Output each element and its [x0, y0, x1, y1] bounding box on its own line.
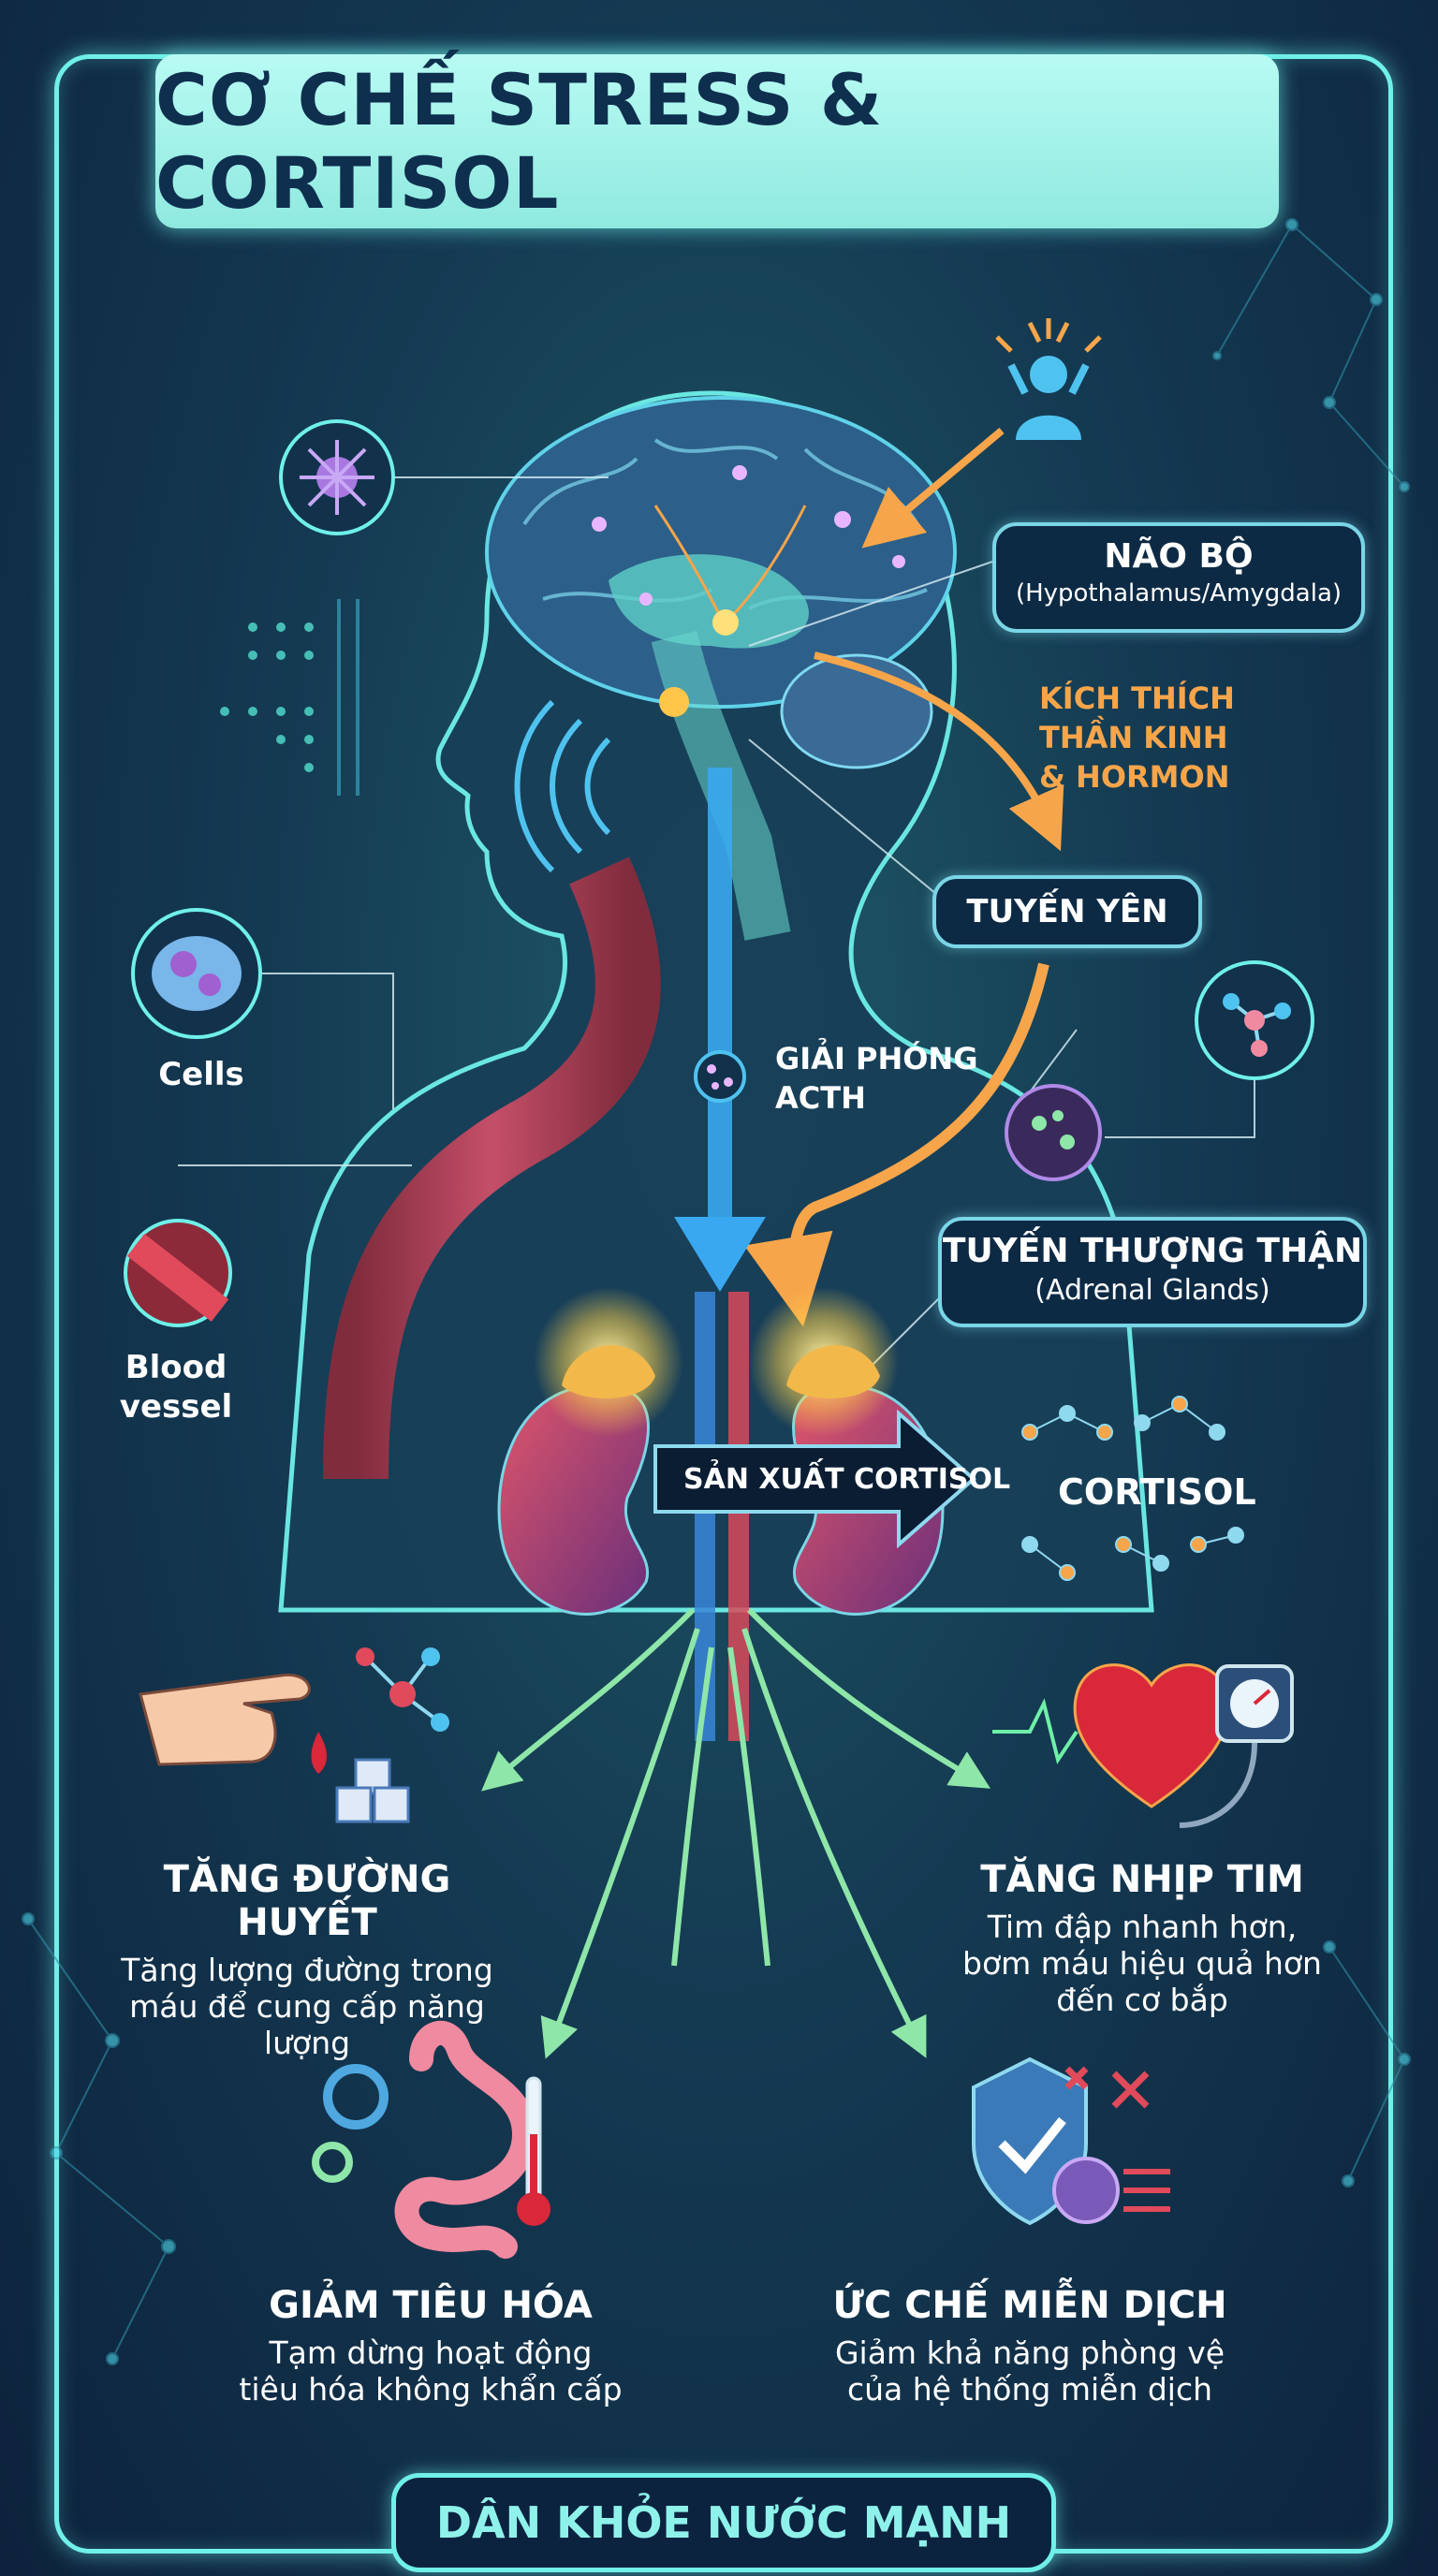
- adrenal-subtitle: (Adrenal Glands): [1034, 1274, 1270, 1307]
- effect-desc-line: Tim đập nhanh hơn,: [987, 1909, 1298, 1945]
- network-decoration: [22, 218, 1411, 2365]
- blood-vessel: [323, 856, 661, 1480]
- footer-text: DÂN KHỎE NƯỚC MẠNH: [435, 2497, 1012, 2548]
- brain-subtitle: (Hypothalamus/Amygdala): [1015, 579, 1343, 607]
- effect-title: ỨC CHẾ MIỄN DỊCH: [832, 2284, 1227, 2327]
- acth-line2: ACTH: [775, 1080, 866, 1116]
- page-title: CƠ CHẾ STRESS & CORTISOL: [155, 58, 884, 225]
- effect-desc-line: của hệ thống miễn dịch: [846, 2371, 1213, 2408]
- left-kidney: [497, 1287, 683, 1616]
- stimulus-line2: THẦN KINH: [1039, 720, 1228, 755]
- effect-desc-line: tiêu hóa không khẩn cấp: [239, 2371, 623, 2408]
- stimulus-line3: & HORMON: [1039, 759, 1230, 795]
- central-vessel-red: [728, 1292, 749, 1741]
- blood-line1: Blood: [125, 1349, 227, 1386]
- footer-banner: DÂN KHỎE NƯỚC MẠNH: [391, 2473, 1056, 2572]
- pituitary-label: TUYẾN YÊN: [966, 893, 1168, 930]
- central-vessel-blue: [695, 1292, 715, 1741]
- stomach-icon: [312, 2020, 550, 2259]
- blood-line2: vessel: [119, 1388, 233, 1426]
- connector-lines: [178, 476, 1255, 1377]
- effect-digestion: GIẢM TIÊU HÓA Tạm dừng hoạt động tiêu hó…: [215, 2284, 646, 2408]
- effect-desc-line: Tạm dừng hoạt động: [269, 2334, 593, 2371]
- adrenal-label-box: TUYẾN THƯỢNG THẬN (Adrenal Glands): [938, 1217, 1367, 1327]
- effect-desc-line: máu để cung cấp năng: [129, 1988, 485, 2025]
- immune-shield-icon: [972, 2056, 1170, 2226]
- pituitary-label-box: TUYẾN YÊN: [932, 875, 1202, 948]
- effect-blood-sugar: TĂNG ĐƯỜNG HUYẾT Tăng lượng đường trong …: [101, 1858, 513, 2061]
- stimulus-text: KÍCH THÍCH THẦN KINH & HORMON: [1039, 679, 1235, 797]
- blood-vessel-icon: [124, 1219, 232, 1327]
- effect-desc-line: Giảm khả năng phòng vệ: [834, 2334, 1225, 2371]
- effect-title: GIẢM TIÊU HÓA: [269, 2284, 593, 2327]
- stimulus-line1: KÍCH THÍCH: [1039, 681, 1235, 716]
- cells-label: Cells: [158, 1056, 244, 1093]
- acth-line1: GIẢI PHÓNG: [775, 1041, 978, 1076]
- brain-illustration: [485, 396, 957, 941]
- effect-heart-rate: TĂNG NHỊP TIM Tim đập nhanh hơn, bơm máu…: [936, 1858, 1348, 2018]
- neuron-cell-icon: [279, 419, 395, 535]
- hormone-cell-icon: [1005, 1084, 1102, 1181]
- blood-vessel-label: Blood vessel: [110, 1348, 242, 1427]
- acth-arrow: [674, 768, 766, 1292]
- heart-pressure-icon: [992, 1663, 1294, 1828]
- cortisol-label: CORTISOL: [1058, 1471, 1256, 1513]
- brain-label-box: NÃO BỘ (Hypothalamus/Amygdala): [992, 522, 1365, 633]
- produce-cortisol-label: SẢN XUẤT CORTISOL: [683, 1463, 1011, 1496]
- effect-desc-line: Tăng lượng đường trong: [121, 1952, 493, 1988]
- brain-title: NÃO BỘ: [1104, 537, 1254, 576]
- acth-label: GIẢI PHÓNG ACTH: [775, 1039, 977, 1118]
- effect-immunity: ỨC CHẾ MIỄN DỊCH Giảm khả năng phòng vệ …: [805, 2284, 1255, 2408]
- cells-icon: [131, 908, 262, 1039]
- sound-waves-icon: [514, 699, 611, 873]
- dots-decoration: [220, 599, 360, 796]
- effect-title: TĂNG NHỊP TIM: [980, 1858, 1304, 1901]
- adrenal-arrow: [743, 962, 1049, 1327]
- effect-title: TĂNG ĐƯỜNG HUYẾT: [163, 1858, 451, 1944]
- effect-arrows: [481, 1607, 991, 2059]
- stimulus-arrow: [814, 651, 1064, 852]
- produce-arrow: [653, 1409, 977, 1549]
- cortisol-molecules: [1021, 1396, 1244, 1581]
- effect-desc-line: bơm máu hiệu quả hơn: [962, 1945, 1322, 1982]
- adrenal-title: TUYẾN THƯỢNG THẬN: [942, 1232, 1363, 1270]
- title-banner: CƠ CHẾ STRESS & CORTISOL: [155, 54, 1279, 228]
- hand-glucose-icon: [139, 1647, 449, 1823]
- effect-desc-line: đến cơ bắp: [1056, 1982, 1228, 2018]
- stress-arrow: [861, 427, 1005, 549]
- molecule-icon: [1195, 960, 1314, 1080]
- stress-person-icon: [995, 318, 1102, 440]
- effect-desc-line: lượng: [263, 2025, 351, 2061]
